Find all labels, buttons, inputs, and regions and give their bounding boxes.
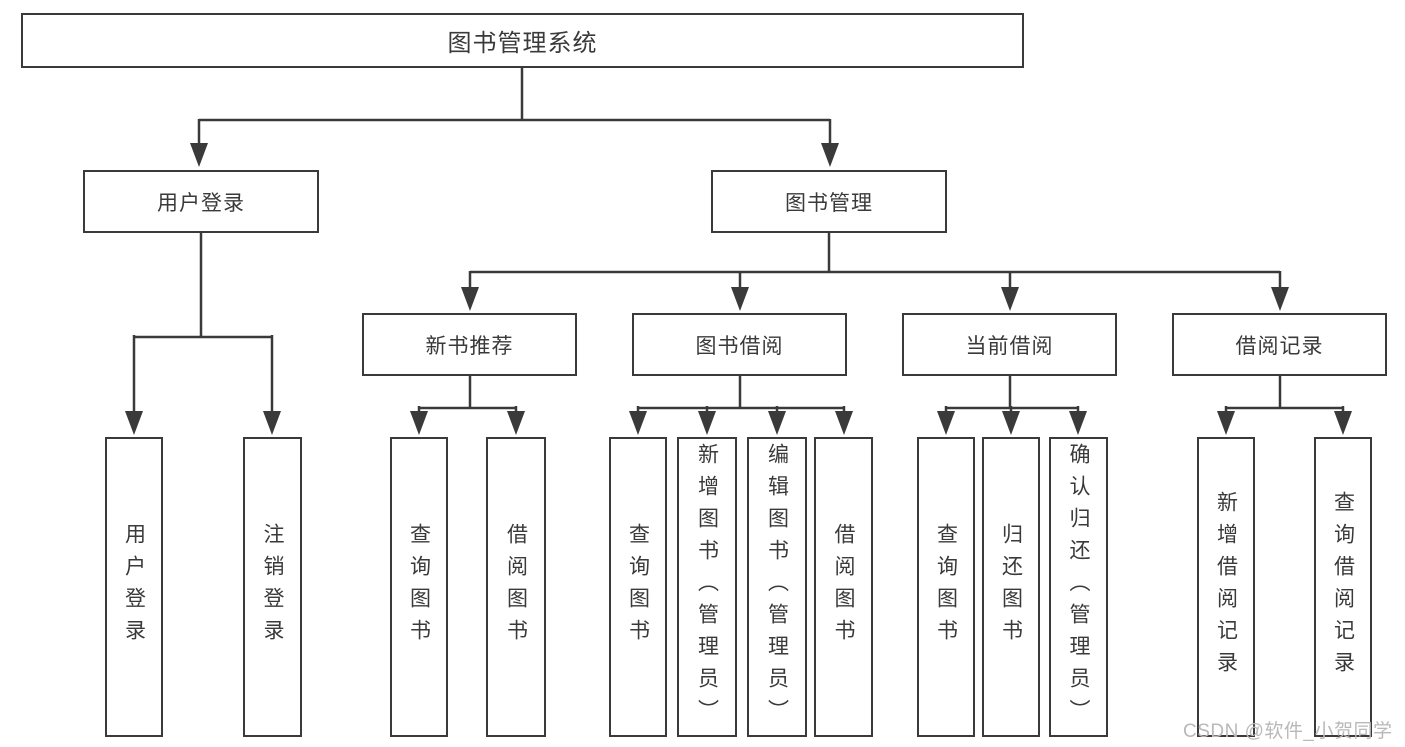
connector-root-to-level2 bbox=[190, 68, 839, 167]
leaf-edit-book-admin: 编辑图书（管理员） bbox=[747, 437, 807, 737]
leaf-query-borrow-record: 查询借阅记录 bbox=[1314, 437, 1372, 737]
leaf-confirm-return-admin: 确认归还（管理员） bbox=[1049, 437, 1108, 737]
leaf-borrow-books-recommend: 借阅图书 bbox=[486, 437, 546, 737]
arrow-down-icon bbox=[461, 287, 479, 311]
arrow-down-icon bbox=[821, 143, 839, 167]
leaf-logout: 注销登录 bbox=[243, 437, 302, 737]
node-current-borrow: 当前借阅 bbox=[902, 313, 1117, 376]
connector-book-borrow-to-leaves bbox=[629, 376, 853, 435]
arrow-down-icon bbox=[1001, 287, 1019, 311]
leaf-return-book: 归还图书 bbox=[982, 437, 1040, 737]
node-new-book-recommend: 新书推荐 bbox=[362, 313, 577, 376]
arrow-down-icon bbox=[1334, 411, 1352, 435]
connector-current-borrow-to-leaves bbox=[937, 376, 1087, 435]
arrow-down-icon bbox=[768, 411, 786, 435]
arrow-down-icon bbox=[263, 411, 281, 435]
node-user-login: 用户登录 bbox=[83, 170, 319, 233]
connector-book-management-to-level3 bbox=[461, 233, 1289, 311]
node-borrow-records: 借阅记录 bbox=[1172, 313, 1387, 376]
arrow-down-icon bbox=[937, 411, 955, 435]
leaf-user-login: 用户登录 bbox=[105, 437, 163, 737]
connector-user-login-to-leaves bbox=[125, 233, 281, 435]
arrow-down-icon bbox=[1002, 411, 1020, 435]
leaf-query-books-current: 查询图书 bbox=[917, 437, 975, 737]
arrow-down-icon bbox=[1069, 411, 1087, 435]
leaf-add-book-admin: 新增图书（管理员） bbox=[677, 437, 737, 737]
arrow-down-icon bbox=[731, 287, 749, 311]
arrow-down-icon bbox=[125, 411, 143, 435]
arrow-down-icon bbox=[835, 411, 853, 435]
leaf-add-borrow-record: 新增借阅记录 bbox=[1197, 437, 1255, 737]
arrow-down-icon bbox=[629, 411, 647, 435]
connector-new-book-to-leaves bbox=[410, 376, 525, 435]
arrow-down-icon bbox=[410, 411, 428, 435]
connector-borrow-records-to-leaves bbox=[1217, 376, 1352, 435]
leaf-borrow-books: 借阅图书 bbox=[814, 437, 873, 737]
arrow-down-icon bbox=[698, 411, 716, 435]
arrow-down-icon bbox=[1271, 287, 1289, 311]
node-book-borrow: 图书借阅 bbox=[632, 313, 847, 376]
watermark: CSDN @软件_小贺同学 bbox=[1183, 721, 1393, 742]
arrow-down-icon bbox=[507, 411, 525, 435]
node-root-library-system: 图书管理系统 bbox=[21, 13, 1024, 68]
arrow-down-icon bbox=[190, 143, 208, 167]
leaf-query-books-borrow: 查询图书 bbox=[609, 437, 667, 737]
node-book-management: 图书管理 bbox=[711, 170, 947, 233]
arrow-down-icon bbox=[1217, 411, 1235, 435]
leaf-query-books-recommend: 查询图书 bbox=[390, 437, 448, 737]
